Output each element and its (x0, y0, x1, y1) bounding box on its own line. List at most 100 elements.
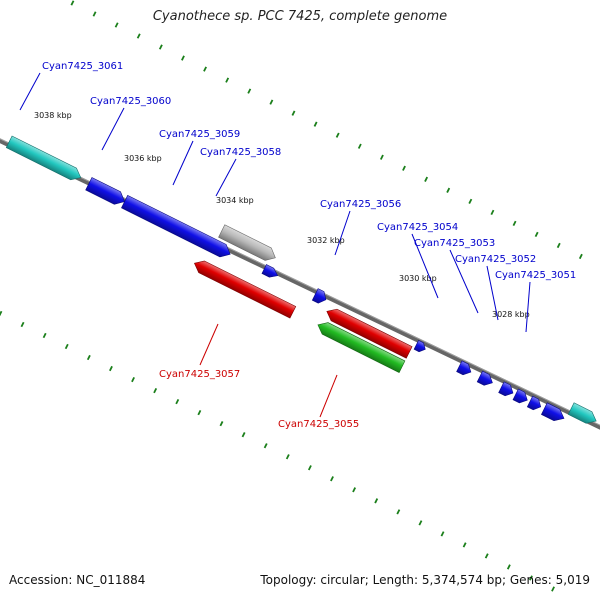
tick-mark-bottom (506, 564, 511, 570)
tick-mark-top (92, 11, 97, 17)
tick-mark-bottom (418, 520, 423, 526)
gene-arrow (326, 308, 413, 359)
gene-leader-line (334, 210, 351, 256)
tick-mark-bottom (285, 454, 290, 460)
tick-mark-bottom (175, 398, 180, 405)
gene-leader-line (172, 140, 194, 186)
tick-label: 3036 kbp (124, 154, 162, 163)
map-title: Cyanothece sp. PCC 7425, complete genome (152, 9, 448, 24)
tick-mark-top (335, 132, 340, 138)
tick-mark-top (512, 220, 517, 227)
tick-mark-top (136, 33, 141, 39)
tick-mark-top (70, 0, 75, 6)
tick-mark-top (379, 154, 384, 160)
tick-mark-top (313, 121, 318, 127)
gene-arrow (218, 224, 276, 261)
accession-text: Accession: NC_011884 (9, 573, 146, 587)
tick-mark-bottom (153, 387, 158, 394)
tick-mark-top (490, 209, 495, 216)
gene-label: Cyan7425_3051 (495, 270, 576, 281)
gene-arrow (5, 135, 82, 181)
tick-mark-top (114, 22, 119, 28)
tick-mark-bottom (109, 365, 113, 372)
tick-mark-bottom (131, 376, 135, 383)
tick-mark-bottom (197, 410, 202, 416)
tick-label: 3032 kbp (307, 236, 345, 245)
gene-leader-line (486, 265, 499, 321)
tick-label: 3030 kbp (399, 274, 437, 283)
tick-mark-top (225, 77, 230, 83)
gene-leader-line (449, 249, 479, 314)
tick-label: 3028 kbp (492, 310, 530, 319)
tick-mark-top (446, 187, 451, 193)
tick-mark-top (181, 55, 185, 61)
tick-mark-bottom (462, 542, 467, 548)
tick-mark-top (357, 143, 362, 149)
gene-label: Cyan7425_3056 (320, 199, 401, 210)
gene-label: Cyan7425_3055 (278, 419, 359, 430)
tick-mark-bottom (374, 498, 379, 504)
tick-mark-top (247, 88, 252, 94)
tick-mark-bottom (64, 343, 69, 350)
gene-leader-line (411, 233, 439, 299)
tick-mark-bottom (440, 531, 445, 537)
gene-leader-line (525, 281, 531, 333)
gene-arrow (85, 177, 125, 205)
gene-leader-line (199, 323, 219, 366)
tick-mark-bottom (484, 553, 489, 559)
gene-label: Cyan7425_3057 (159, 369, 240, 380)
tick-mark-bottom (241, 432, 246, 438)
tick-mark-top (578, 253, 583, 260)
genome-summary-text: Topology: circular; Length: 5,374,574 bp… (260, 573, 590, 587)
tick-mark-top (291, 110, 296, 116)
gene-arrow (526, 395, 542, 411)
tick-mark-bottom (263, 443, 268, 449)
tick-mark-top (203, 66, 207, 72)
gene-label: Cyan7425_3060 (90, 96, 171, 107)
gene-arrow (413, 339, 426, 353)
gene-arrow (498, 381, 514, 397)
tick-mark-top (424, 176, 429, 182)
gene-label: Cyan7425_3053 (414, 238, 495, 249)
tick-mark-bottom (330, 476, 334, 482)
gene-arrow (121, 194, 231, 258)
tick-mark-bottom (529, 575, 533, 581)
tick-label: 3038 kbp (34, 111, 72, 120)
tick-mark-top (402, 165, 406, 171)
gene-arrow (476, 370, 493, 386)
gene-arrow (311, 288, 327, 304)
gene-arrow (512, 388, 528, 404)
gene-leader-line (215, 158, 237, 197)
tick-mark-bottom (20, 321, 25, 328)
gene-layer (5, 135, 597, 424)
gene-label: Cyan7425_3059 (159, 129, 240, 140)
tick-mark-bottom (551, 586, 555, 592)
gene-leader-line (319, 374, 338, 418)
gene-arrow (541, 402, 565, 422)
gene-arrow (193, 260, 297, 319)
label-layer: 3038 kbp 3036 kbp 3034 kbp 3032 kbp 3030 kbp… (19, 61, 576, 430)
gene-arrow (261, 264, 279, 278)
tick-mark-bottom (86, 354, 91, 361)
tick-mark-top (468, 198, 473, 204)
tick-mark-bottom (307, 465, 312, 471)
gene-label: Cyan7425_3054 (377, 222, 458, 233)
tick-mark-bottom (396, 509, 401, 515)
tick-mark-bottom (219, 421, 224, 427)
tick-label: 3034 kbp (216, 196, 254, 205)
tick-mark-bottom (352, 487, 357, 493)
tick-mark-top (534, 231, 539, 238)
tick-mark-bottom (42, 332, 47, 339)
tick-mark-top (158, 44, 163, 50)
gene-label: Cyan7425_3052 (455, 254, 536, 265)
gene-leader-line (19, 72, 41, 111)
tick-mark-top (556, 242, 561, 249)
gene-arrow (317, 322, 406, 373)
gene-arrow (567, 402, 597, 424)
tick-mark-bottom (0, 310, 3, 317)
gene-leader-line (101, 107, 125, 151)
gene-label: Cyan7425_3058 (200, 147, 281, 158)
